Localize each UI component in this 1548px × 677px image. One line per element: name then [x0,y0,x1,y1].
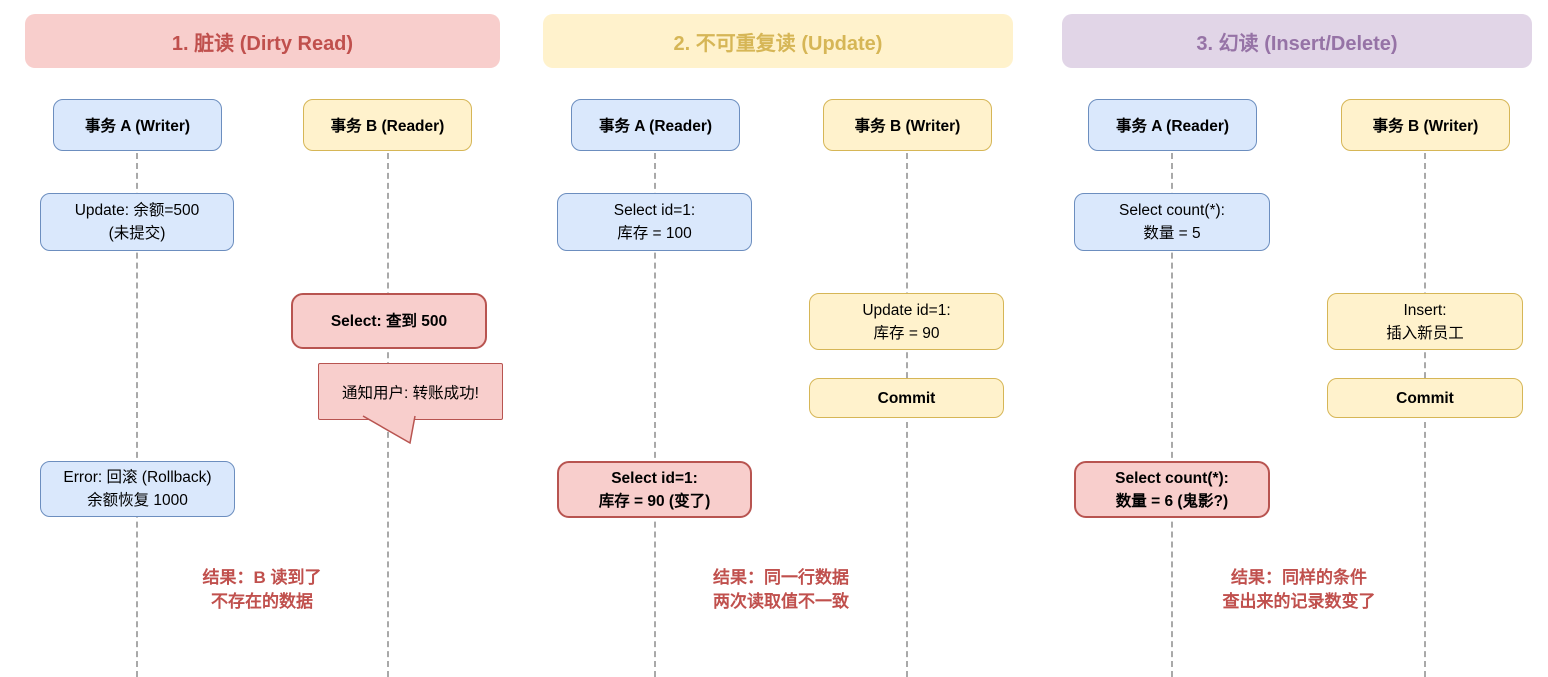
event-text-line: 数量 = 6 (鬼影?) [1115,492,1229,510]
result-note-dirty-read: 结果：B 读到了 不存在的数据 [112,566,412,614]
lifeline-2a [654,153,656,677]
event-dirty-select: Select: 查到 500 [291,293,487,349]
event-update-uncommitted: Update: 余额=500 (未提交) [40,193,234,251]
event-text-line: Commit [877,389,936,407]
result-text-line: 两次读取值不一致 [713,592,849,611]
event-text-line: Update: 余额=500 [74,202,200,219]
event-first-count: Select count(*): 数量 = 5 [1074,193,1270,251]
event-second-count-phantom: Select count(*): 数量 = 6 (鬼影?) [1074,461,1270,518]
result-note-nonrepeatable-read: 结果：同一行数据 两次读取值不一致 [631,566,931,614]
event-text-line: Select id=1: [611,469,698,487]
speech-bubble-tail-icon [362,415,416,445]
result-text-line: 查出来的记录数变了 [1222,592,1376,611]
lane-header-1a: 事务 A (Writer) [53,99,222,151]
event-text-line: 通知用户: 转账成功! [342,384,479,402]
section-header-phantom-read: 3. 幻读 (Insert/Delete) [1062,14,1532,68]
event-text-line: 库存 = 90 [873,324,940,342]
event-text-line: 数量 = 5 [1143,225,1201,242]
event-text-line: Select: 查到 500 [330,312,448,330]
lifeline-1a [136,153,138,677]
lane-header-2b: 事务 B (Writer) [823,99,992,151]
event-commit-3b: Commit [1327,378,1523,418]
lane-header-3b: 事务 B (Writer) [1341,99,1510,151]
result-text-line: 不存在的数据 [211,592,313,611]
event-first-select: Select id=1: 库存 = 100 [557,193,752,251]
event-rollback: Error: 回滚 (Rollback) 余额恢复 1000 [40,461,235,517]
event-second-select-changed: Select id=1: 库存 = 90 (变了) [557,461,752,518]
result-note-phantom-read: 结果：同样的条件 查出来的记录数变了 [1149,566,1449,614]
event-commit-2b: Commit [809,378,1004,418]
event-text-line: (未提交) [108,225,166,242]
lane-header-2a: 事务 A (Reader) [571,99,740,151]
lane-header-3a: 事务 A (Reader) [1088,99,1257,151]
event-text-line: Select count(*): [1115,469,1229,487]
event-text-line: Update id=1: [862,301,951,319]
event-text-line: Select count(*): [1119,202,1225,219]
event-text-line: Error: 回滚 (Rollback) [63,469,212,486]
section-header-nonrepeatable-read: 2. 不可重复读 (Update) [543,14,1013,68]
event-text-line: Commit [1396,389,1454,407]
event-text-line: 库存 = 100 [617,225,692,242]
event-update-stock: Update id=1: 库存 = 90 [809,293,1004,350]
lane-header-1b: 事务 B (Reader) [303,99,472,151]
section-header-dirty-read: 1. 脏读 (Dirty Read) [25,14,500,68]
event-text-line: 库存 = 90 (变了) [598,492,711,510]
event-text-line: 插入新员工 [1386,324,1464,342]
event-text-line: Select id=1: [613,202,696,219]
event-insert-employee: Insert: 插入新员工 [1327,293,1523,350]
lifeline-3a [1171,153,1173,677]
event-text-line: 余额恢复 1000 [87,492,188,509]
result-text-line: 结果：同一行数据 [713,568,849,587]
result-text-line: 结果：同样的条件 [1231,568,1367,587]
event-text-line: Insert: [1403,301,1447,319]
speech-bubble-notify-user: 通知用户: 转账成功! [318,363,503,445]
result-text-line: 结果：B 读到了 [202,568,322,587]
